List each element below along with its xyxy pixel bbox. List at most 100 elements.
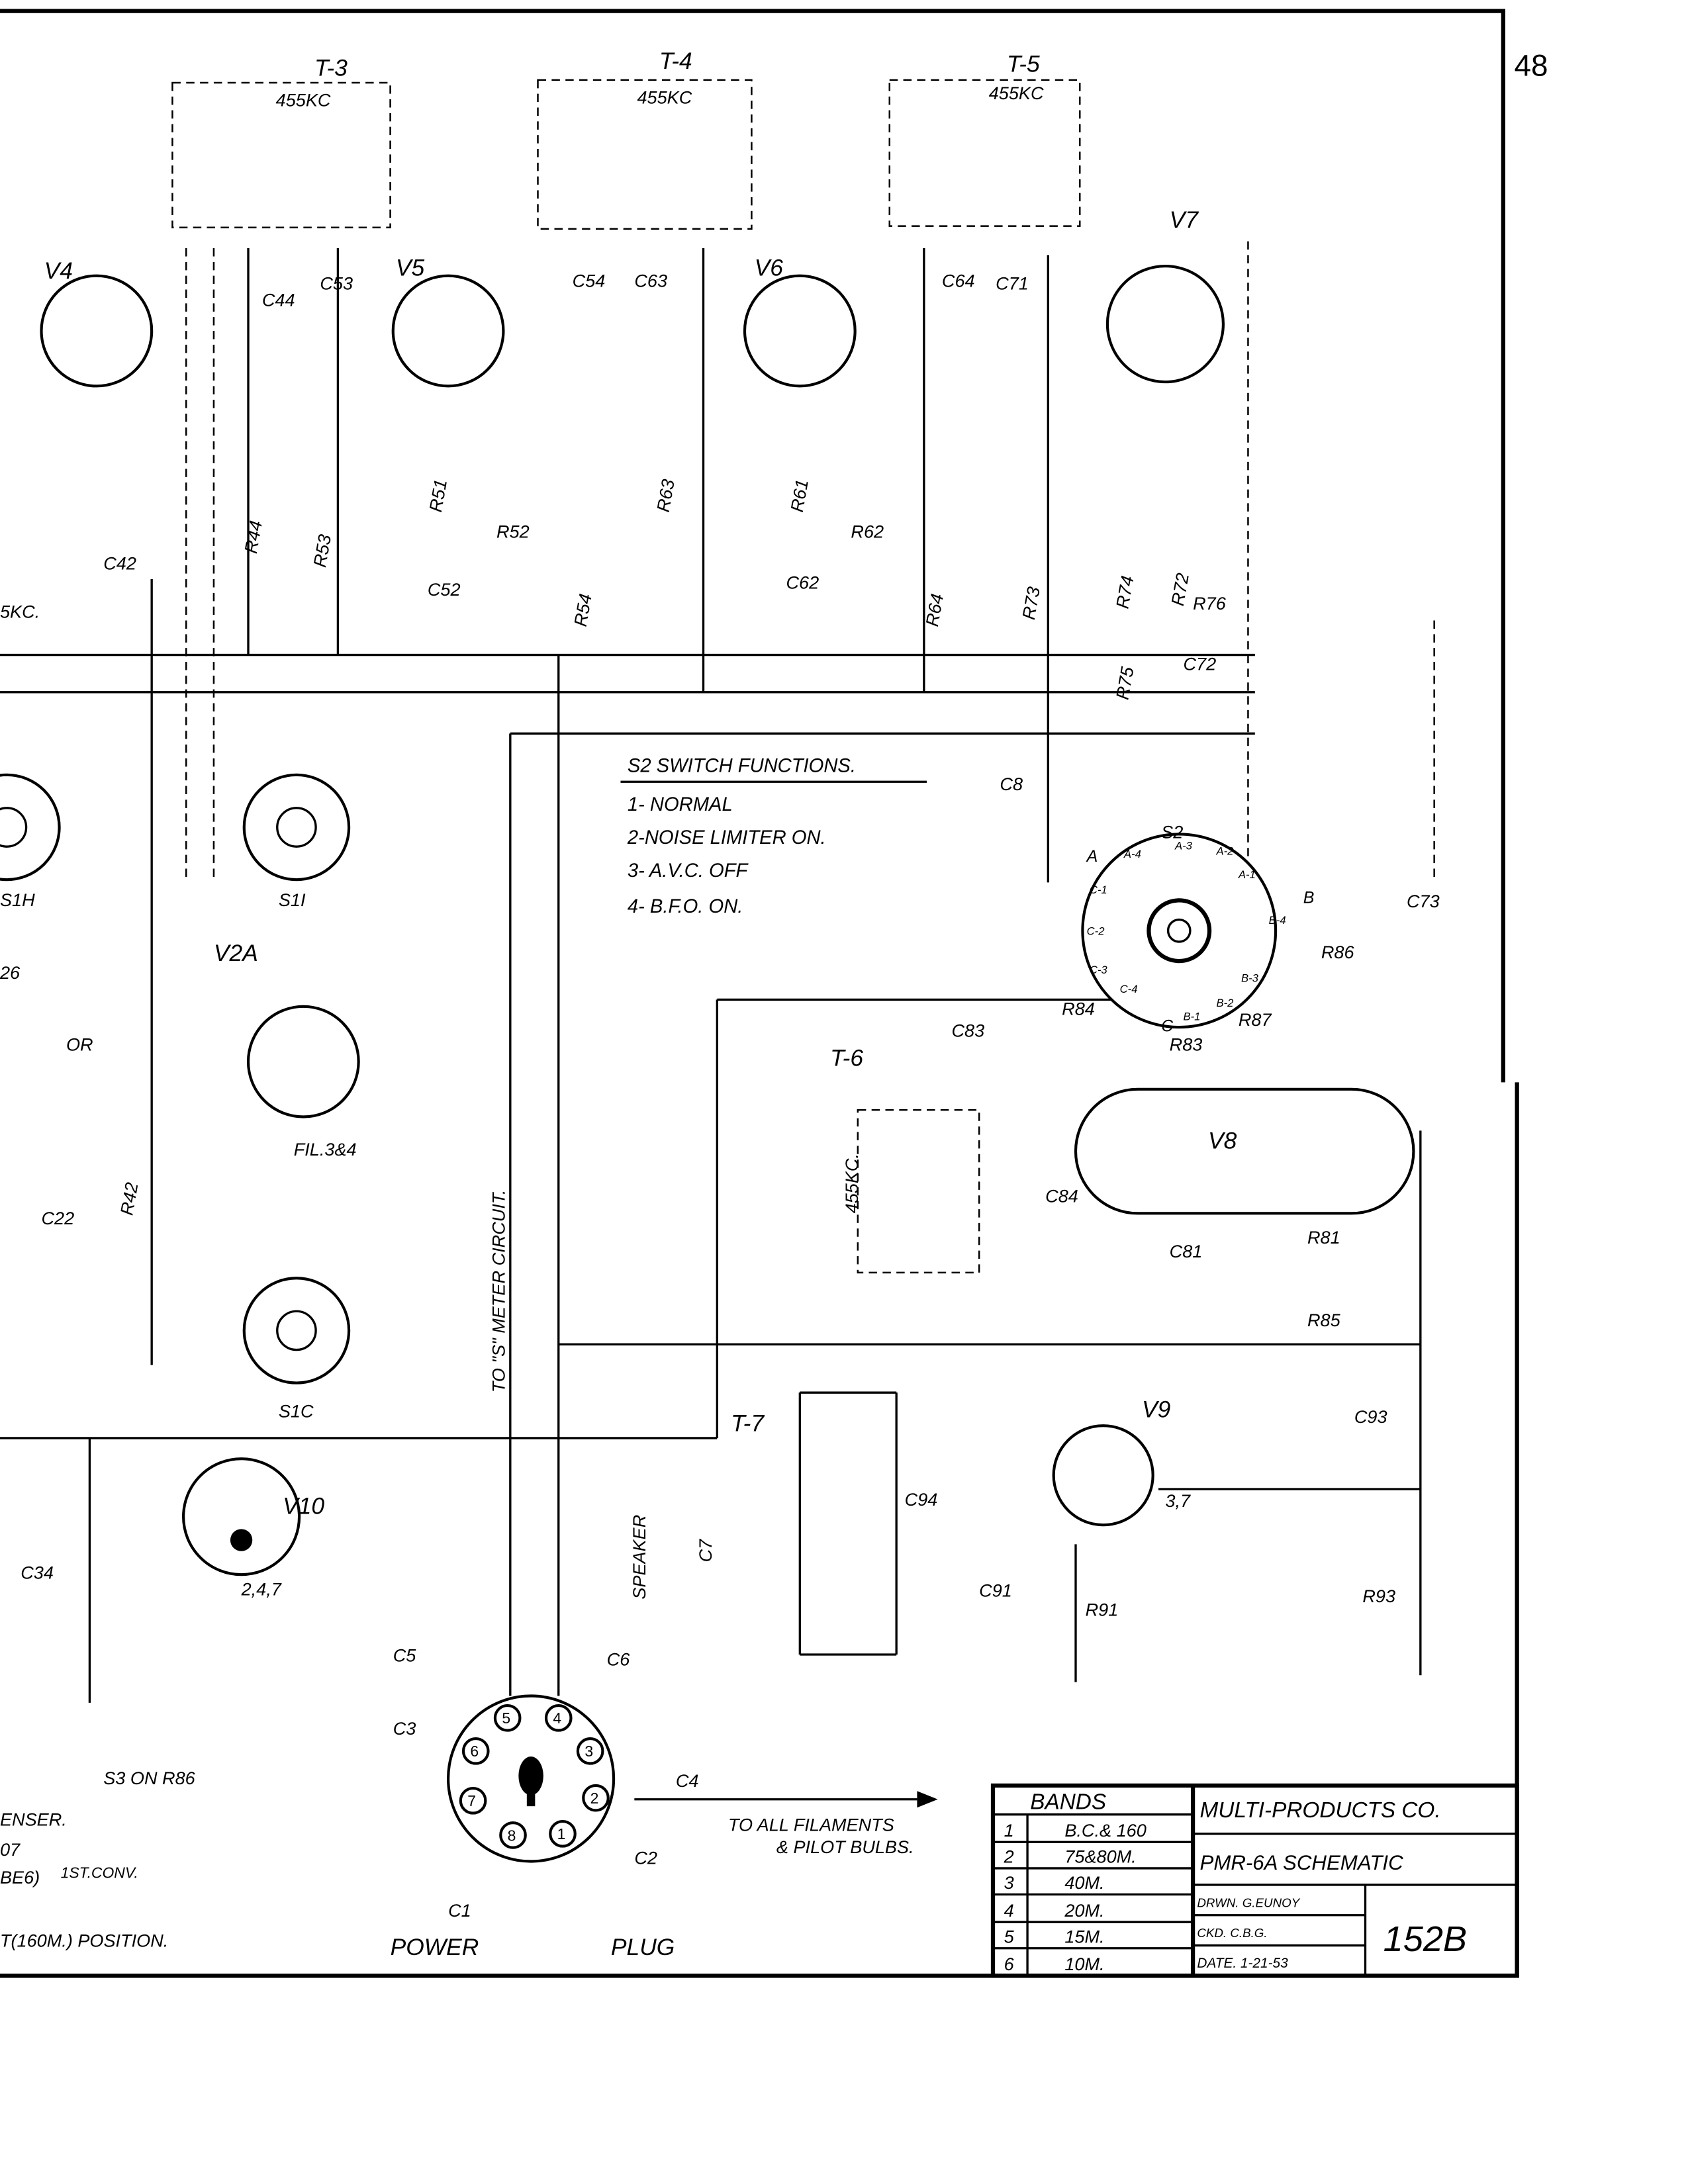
resistor-label: R63	[653, 478, 679, 514]
plug-label: PLUG	[611, 1934, 675, 1960]
band-name: B.C.& 160	[1064, 1820, 1146, 1841]
plug-pin	[493, 1704, 522, 1732]
s2-contact-label: A-1	[1238, 868, 1256, 881]
rotary-switches	[0, 773, 1278, 1385]
plug-pin	[459, 1787, 487, 1815]
drawing-title: PMR-6A SCHEMATIC	[1200, 1851, 1404, 1874]
switch-function-1: 1- NORMAL	[628, 794, 733, 815]
s2-contact-label: B-2	[1217, 997, 1235, 1009]
resistor-label: R83	[1170, 1034, 1203, 1055]
if-transformer-shields	[171, 79, 1081, 1274]
resistor-label: R61	[786, 478, 812, 514]
capacitor-label: C52	[428, 579, 461, 600]
tube-label: V6	[755, 255, 784, 281]
resistor-label: R51	[425, 478, 451, 514]
band-name: 40M.	[1064, 1872, 1104, 1893]
tube-label: V5	[396, 255, 425, 281]
transformer-label: T-7	[731, 1410, 765, 1437]
capacitor-label: C7	[695, 1539, 716, 1563]
plug-pin	[544, 1704, 573, 1732]
power-label: POWER	[391, 1934, 479, 1960]
band-number: 4	[1004, 1900, 1014, 1921]
switch-function-2: 2-NOISE LIMITER ON.	[627, 827, 826, 848]
tube-label: V2A	[214, 940, 258, 966]
capacitor-label: C71	[996, 273, 1029, 294]
misc-label-label: FIL.3&4	[294, 1139, 357, 1160]
capacitor-label: C8	[1000, 774, 1023, 794]
capacitor-label: C6	[607, 1649, 631, 1670]
s2-contact-label: C	[1161, 1017, 1174, 1035]
s2-contact-label: A	[1086, 847, 1098, 866]
misc-label-label: SPEAKER	[629, 1515, 649, 1600]
s2-contact-label: B-4	[1269, 914, 1286, 927]
switche-label: S1I	[279, 889, 306, 910]
resistor-label: R42	[116, 1181, 142, 1216]
switch-function-4: 4- B.F.O. ON.	[628, 896, 743, 917]
if-label-label: 455KC	[989, 83, 1044, 103]
resistor-label: R73	[1018, 585, 1044, 621]
band-number: 3	[1004, 1872, 1014, 1893]
capacitor-label: C2	[634, 1848, 657, 1868]
wiring	[0, 241, 1435, 1808]
page-number: 48	[1515, 49, 1548, 83]
capacitor-label: C5	[393, 1645, 417, 1665]
capacitor-label: C83	[952, 1021, 985, 1041]
s2-contact-label: A-3	[1174, 839, 1193, 852]
capacitor-label: C1	[448, 1900, 471, 1921]
resistor-label: R62	[851, 522, 884, 542]
conv-note: 1ST.CONV.	[61, 1864, 138, 1882]
capacitor-label: C84	[1045, 1186, 1078, 1206]
capacitor-label: C91	[979, 1580, 1012, 1601]
resistor-label: R91	[1086, 1600, 1119, 1620]
capacitor-label: C94	[905, 1489, 938, 1510]
s2-contact-label: C-2	[1087, 925, 1105, 938]
plug-pin	[582, 1784, 610, 1812]
misc-label-label: 26	[0, 962, 21, 983]
band-number: 5	[1004, 1926, 1015, 1946]
misc-label-label: 3,7	[1165, 1490, 1191, 1511]
band-name: 20M.	[1064, 1900, 1104, 1921]
capacitor-label: C81	[1170, 1241, 1203, 1261]
resistor-label: R75	[1112, 664, 1138, 701]
band-number: 2	[1004, 1846, 1014, 1867]
plug-pin-number: 6	[470, 1743, 479, 1760]
bands-title: BANDS	[1030, 1790, 1106, 1814]
capacitor-label: C44	[262, 290, 295, 310]
drawing-number: 152B	[1383, 1919, 1467, 1959]
plug-pin-number: 1	[557, 1825, 566, 1843]
capacitor-label: C3	[393, 1718, 416, 1739]
plug-pin	[549, 1820, 577, 1848]
plug-pin-number: 7	[467, 1792, 476, 1809]
capacitor-label: C53	[320, 273, 353, 294]
resistor-label: R93	[1362, 1586, 1395, 1606]
resistor-label: R84	[1062, 998, 1095, 1019]
drawing-date: DATE. 1-21-53	[1197, 1956, 1288, 1971]
power-plug	[447, 1694, 616, 1863]
tube-envelopes	[40, 265, 1415, 1576]
tube-label: V7	[1170, 206, 1199, 233]
resistor-label: R53	[309, 533, 335, 569]
capacitor-label: C93	[1354, 1406, 1387, 1427]
s2-contact-label: C-4	[1120, 983, 1138, 995]
transformer-label: T-3	[314, 55, 348, 81]
if-label-label: 455KC.	[841, 1154, 862, 1213]
band-number: 6	[1004, 1954, 1015, 1974]
capacitor-label: C64	[942, 270, 975, 291]
resistor-label: R85	[1307, 1310, 1341, 1330]
misc-label-label: OR	[66, 1034, 93, 1055]
capacitor-label: C42	[103, 553, 136, 573]
resistor-label: R52	[496, 522, 530, 542]
resistor-label: R44	[240, 519, 266, 555]
capacitor-label: C22	[42, 1208, 75, 1228]
transformer-label: T-5	[1007, 50, 1040, 77]
plug-pin	[461, 1737, 490, 1765]
plug-pin-number: 3	[585, 1743, 593, 1760]
transformer-label: T-6	[830, 1044, 863, 1071]
tube-label: V9	[1142, 1396, 1170, 1423]
switche-label: S1H	[0, 889, 35, 910]
capacitor-label: C54	[573, 270, 606, 291]
